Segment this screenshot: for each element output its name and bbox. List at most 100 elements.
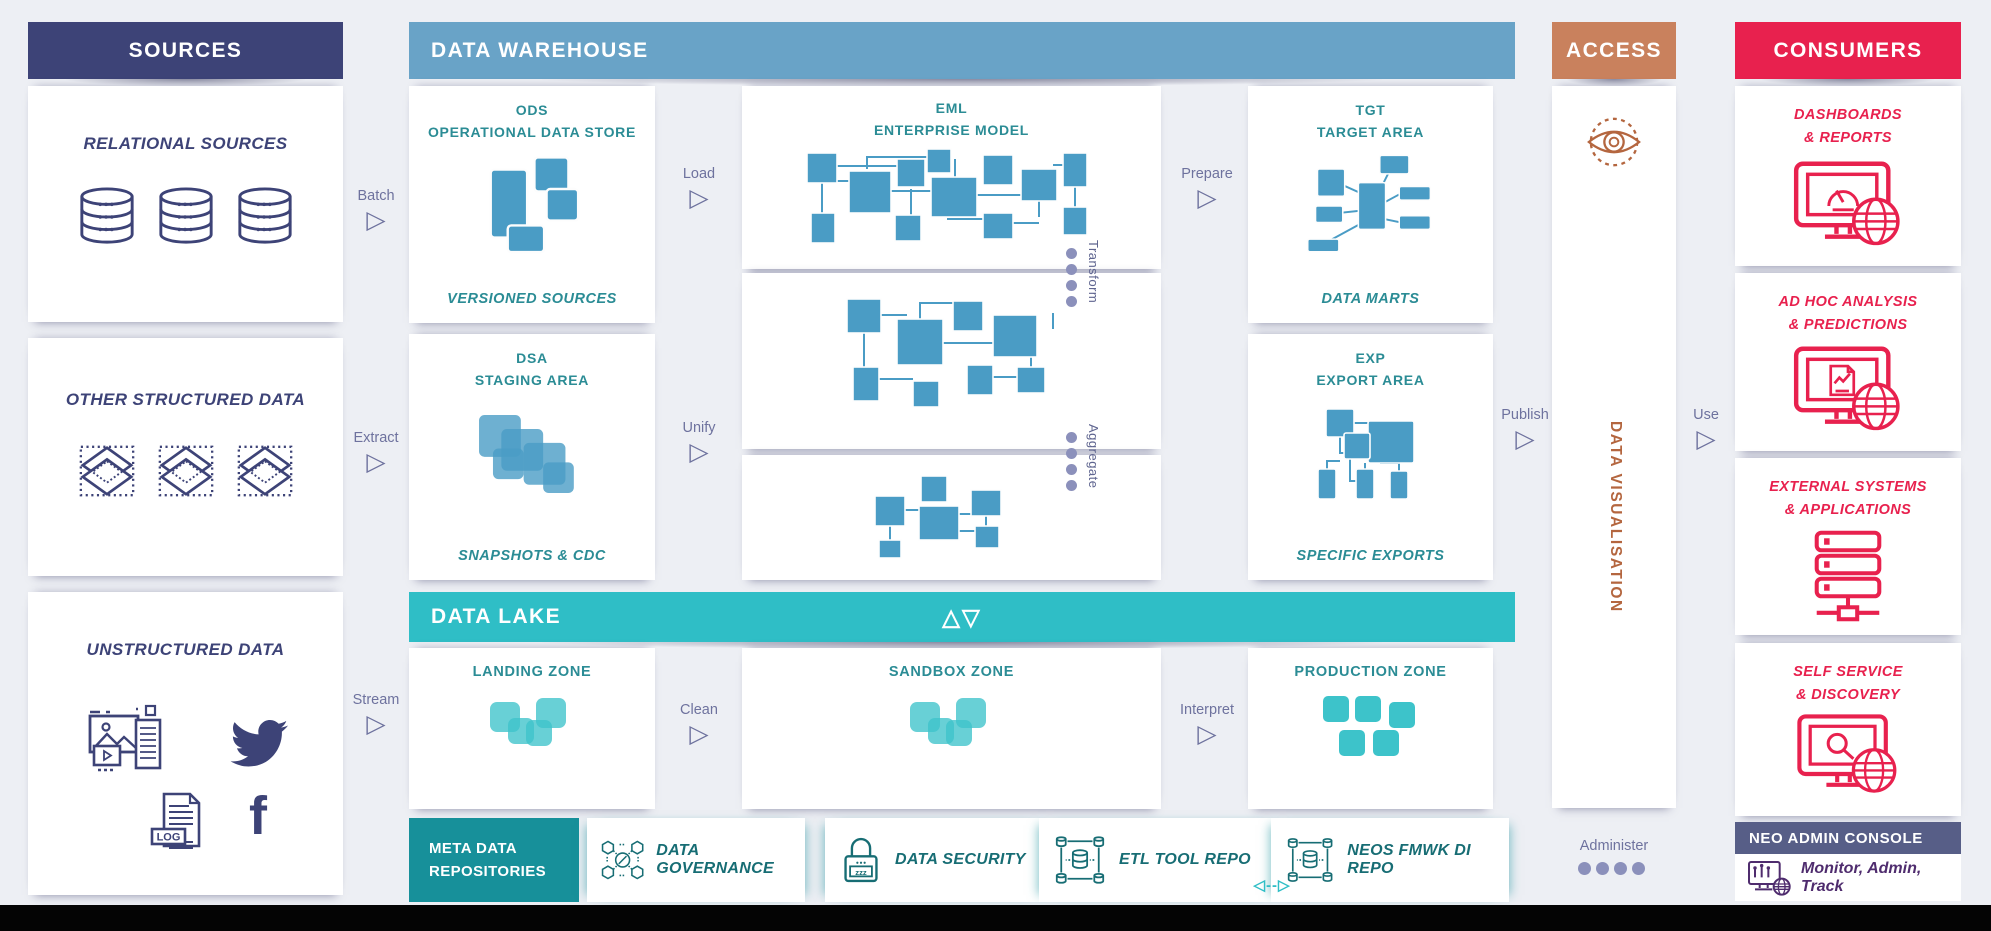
tgt-icon-wrap — [1248, 149, 1493, 263]
exp-title: EXP EXPORT AREA — [1248, 348, 1493, 391]
tgt-title: TGT TARGET AREA — [1248, 100, 1493, 143]
database-icon — [158, 187, 213, 244]
access-panel: DATA VISUALISATION — [1552, 86, 1676, 808]
flow-use: Use ▷ — [1671, 407, 1741, 452]
adhoc-analysis-title: AD HOC ANALYSIS & PREDICTIONS — [1735, 291, 1961, 337]
title-line2: & APPLICATIONS — [1784, 502, 1912, 519]
dsa-title: DSA STAGING AREA — [409, 348, 655, 391]
production-blocks-icon — [1322, 696, 1415, 756]
ods-name: OPERATIONAL DATA STORE — [427, 123, 637, 140]
log-label: LOG — [157, 832, 181, 844]
landing-zone-icon-wrap — [409, 694, 655, 760]
flow-prepare: Prepare ▷ — [1172, 166, 1242, 211]
tgt-caption: DATA MARTS — [1321, 291, 1420, 307]
export-boxes-icon — [1316, 408, 1415, 501]
sources-header-label: SOURCES — [128, 38, 243, 62]
flow-interpret-label: Interpret — [1180, 702, 1234, 718]
title-line1: DASHBOARDS — [1794, 107, 1902, 123]
dashboard-monitor-globe-icon — [1793, 161, 1900, 246]
data-warehouse-header: DATA WAREHOUSE — [409, 22, 1515, 86]
flow-stream-label: Stream — [352, 692, 400, 708]
title-line2: & DISCOVERY — [1795, 687, 1901, 704]
eml-name: ENTERPRISE MODEL — [873, 121, 1030, 138]
layered-data-icon — [79, 445, 134, 497]
etl-tool-repo-label: ETL TOOL REPO — [1119, 851, 1251, 868]
data-lake-header: DATA LAKE △▽ — [409, 592, 1515, 649]
flow-clean-label: Clean — [680, 702, 718, 718]
layered-data-icon — [158, 445, 213, 497]
facebook-icon: f — [249, 786, 267, 846]
data-governance-label: DATA GOVERNANCE — [656, 842, 774, 877]
title-line2: & REPORTS — [1804, 130, 1892, 147]
administer-dots — [1578, 862, 1645, 875]
arrow-right-icon: ▷ — [1515, 425, 1535, 453]
arrow-right-icon: ▷ — [366, 448, 386, 476]
sandbox-zone-icon-wrap — [742, 694, 1161, 760]
discovery-monitor-globe-icon — [1797, 714, 1897, 794]
data-security-box: zzz DATA SECURITY — [825, 818, 1045, 902]
tgt-panel: TGT TARGET AREA DATA MARTS — [1248, 86, 1493, 323]
aggregate-dots — [1066, 432, 1077, 491]
entity-network-icon — [845, 298, 1054, 408]
flow-batch-label: Batch — [357, 188, 395, 204]
ods-caption: VERSIONED SOURCES — [447, 291, 617, 307]
discovery-monitor-icon-wrap — [1735, 711, 1961, 801]
arrow-right-icon: ▷ — [366, 710, 386, 738]
dashboards-reports-title: DASHBOARDS & REPORTS — [1735, 104, 1961, 150]
access-header: ACCESS — [1552, 22, 1676, 86]
layered-data-icon — [237, 445, 292, 497]
lake-triangles-icon: △▽ — [942, 603, 982, 630]
flow-batch: Batch ▷ — [341, 188, 411, 233]
exp-name: EXPORT AREA — [1316, 371, 1425, 388]
repo-link-arrows-icon: ◁--▷ — [1253, 877, 1291, 894]
arrow-right-icon: ▷ — [689, 184, 709, 212]
neo-admin-strip: Monitor, Admin, Track — [1735, 854, 1961, 901]
arrow-right-icon: ▷ — [689, 438, 709, 466]
meta-data-repositories-box: META DATA REPOSITORIES — [409, 818, 579, 902]
ods-code: ODS — [515, 102, 549, 118]
arrow-right-icon: ▷ — [689, 720, 709, 748]
monitor-admin-track-label: Monitor, Admin, Track — [1801, 859, 1922, 895]
versioned-tables-icon — [489, 156, 580, 254]
lake-cluster-icon — [490, 698, 566, 746]
external-systems-title: EXTERNAL SYSTEMS & APPLICATIONS — [1735, 476, 1961, 522]
adhoc-analysis-panel: AD HOC ANALYSIS & PREDICTIONS — [1735, 273, 1961, 451]
sandbox-zone-panel: SANDBOX ZONE — [742, 648, 1161, 809]
relational-sources-icons — [28, 186, 343, 246]
neos-fmwk-di-repo-box: NEOS FMWK DI REPO — [1271, 818, 1509, 902]
lake-cluster-icon — [909, 698, 986, 746]
data-visualisation-label: DATA VISUALISATION — [1607, 421, 1624, 613]
neo-admin-console-bar: NEO ADMIN CONSOLE — [1735, 822, 1961, 854]
zzz-label: zzz — [855, 868, 867, 877]
tgt-name: TARGET AREA — [1316, 123, 1425, 140]
dsa-caption: SNAPSHOTS & CDC — [458, 548, 606, 564]
consumers-header-label: CONSUMERS — [1773, 38, 1923, 62]
flow-interpret: Interpret ▷ — [1172, 702, 1242, 747]
server-stack-icon — [1814, 531, 1882, 622]
sources-header: SOURCES — [28, 22, 343, 86]
flow-unify-label: Unify — [682, 420, 716, 436]
media-content-icon — [88, 704, 162, 772]
meta-title-line1: META DATA — [429, 839, 518, 857]
database-icon — [237, 187, 292, 244]
neo-admin-console-label: NEO ADMIN CONSOLE — [1749, 829, 1923, 847]
dsa-panel: DSA STAGING AREA SNAPSHOTS & CDC — [409, 334, 655, 580]
ods-title: ODS OPERATIONAL DATA STORE — [409, 100, 655, 143]
entity-network-icon — [873, 474, 1002, 559]
analysis-monitor-globe-icon — [1793, 346, 1900, 431]
flow-use-label: Use — [1693, 407, 1719, 423]
data-governance-box: DATA GOVERNANCE — [587, 818, 805, 902]
exp-icon-wrap — [1248, 405, 1493, 509]
log-file-icon: LOG — [150, 792, 201, 849]
administer-label: Administer — [1579, 838, 1649, 854]
dsa-name: STAGING AREA — [474, 371, 590, 388]
tgt-code: TGT — [1355, 102, 1386, 118]
title-line1: EXTERNAL SYSTEMS — [1769, 479, 1927, 495]
exp-panel: EXP EXPORT AREA SPECIFIC EXPORTS — [1248, 334, 1493, 580]
staging-cascade-icon — [479, 415, 574, 494]
arrow-right-icon: ▷ — [366, 206, 386, 234]
consumers-header: CONSUMERS — [1735, 22, 1961, 86]
data-warehouse-header-label: DATA WAREHOUSE — [431, 38, 649, 62]
padlock-icon: zzz — [844, 837, 878, 883]
